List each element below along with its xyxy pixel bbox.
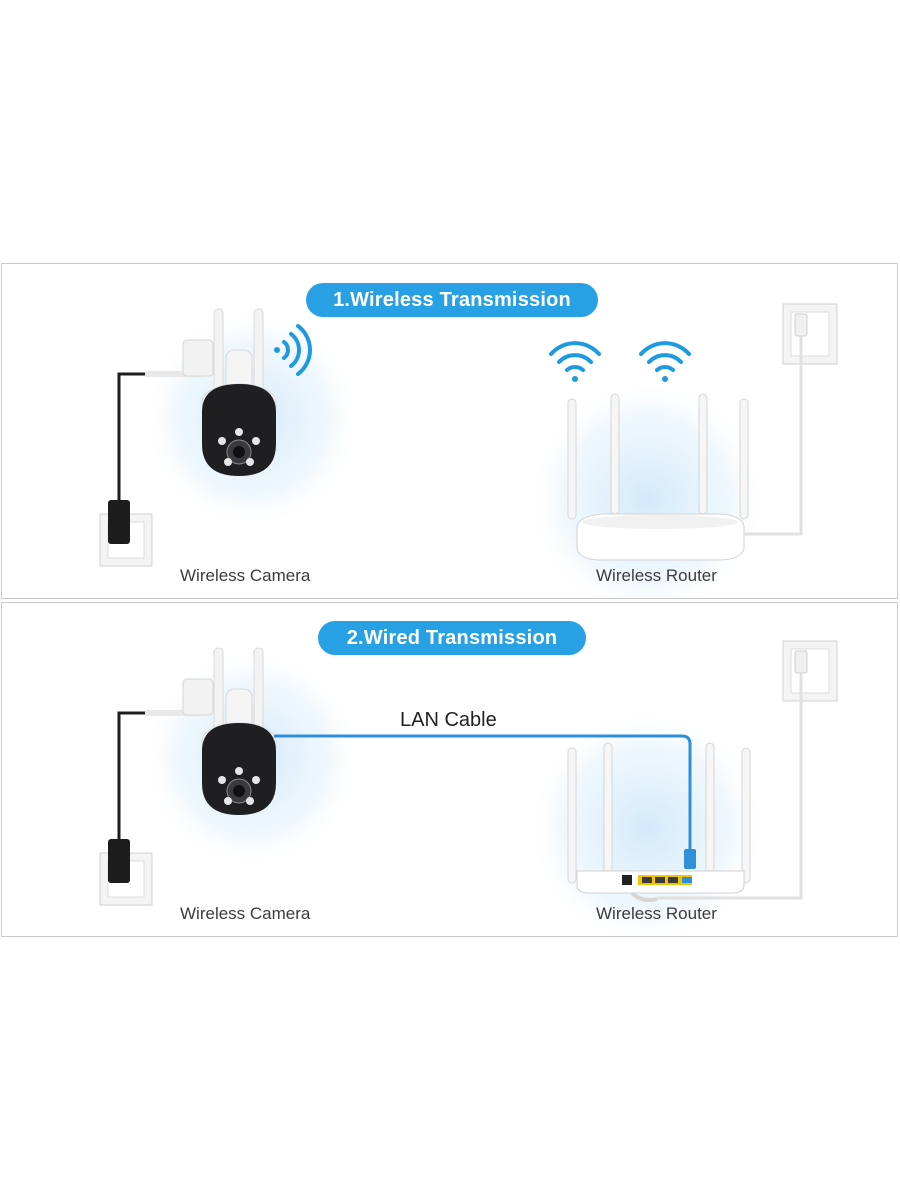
camera-caption: Wireless Camera bbox=[180, 904, 310, 924]
wireless-transmission-panel: 1.Wireless Transmission Wireless Camera … bbox=[1, 263, 898, 599]
wifi-signal-icon bbox=[551, 343, 599, 382]
panel-title-badge: 1.Wireless Transmission bbox=[306, 283, 598, 317]
router-signal-glow bbox=[527, 708, 767, 937]
wifi-signal-icon bbox=[641, 343, 689, 382]
camera-caption: Wireless Camera bbox=[180, 566, 310, 586]
router-caption: Wireless Router bbox=[596, 566, 717, 586]
panel-title-badge: 2.Wired Transmission bbox=[318, 621, 586, 655]
wired-transmission-panel: 2.Wired Transmission LAN Cable Wireless … bbox=[1, 602, 898, 937]
router-caption: Wireless Router bbox=[596, 904, 717, 924]
lan-cable-label: LAN Cable bbox=[400, 709, 497, 732]
